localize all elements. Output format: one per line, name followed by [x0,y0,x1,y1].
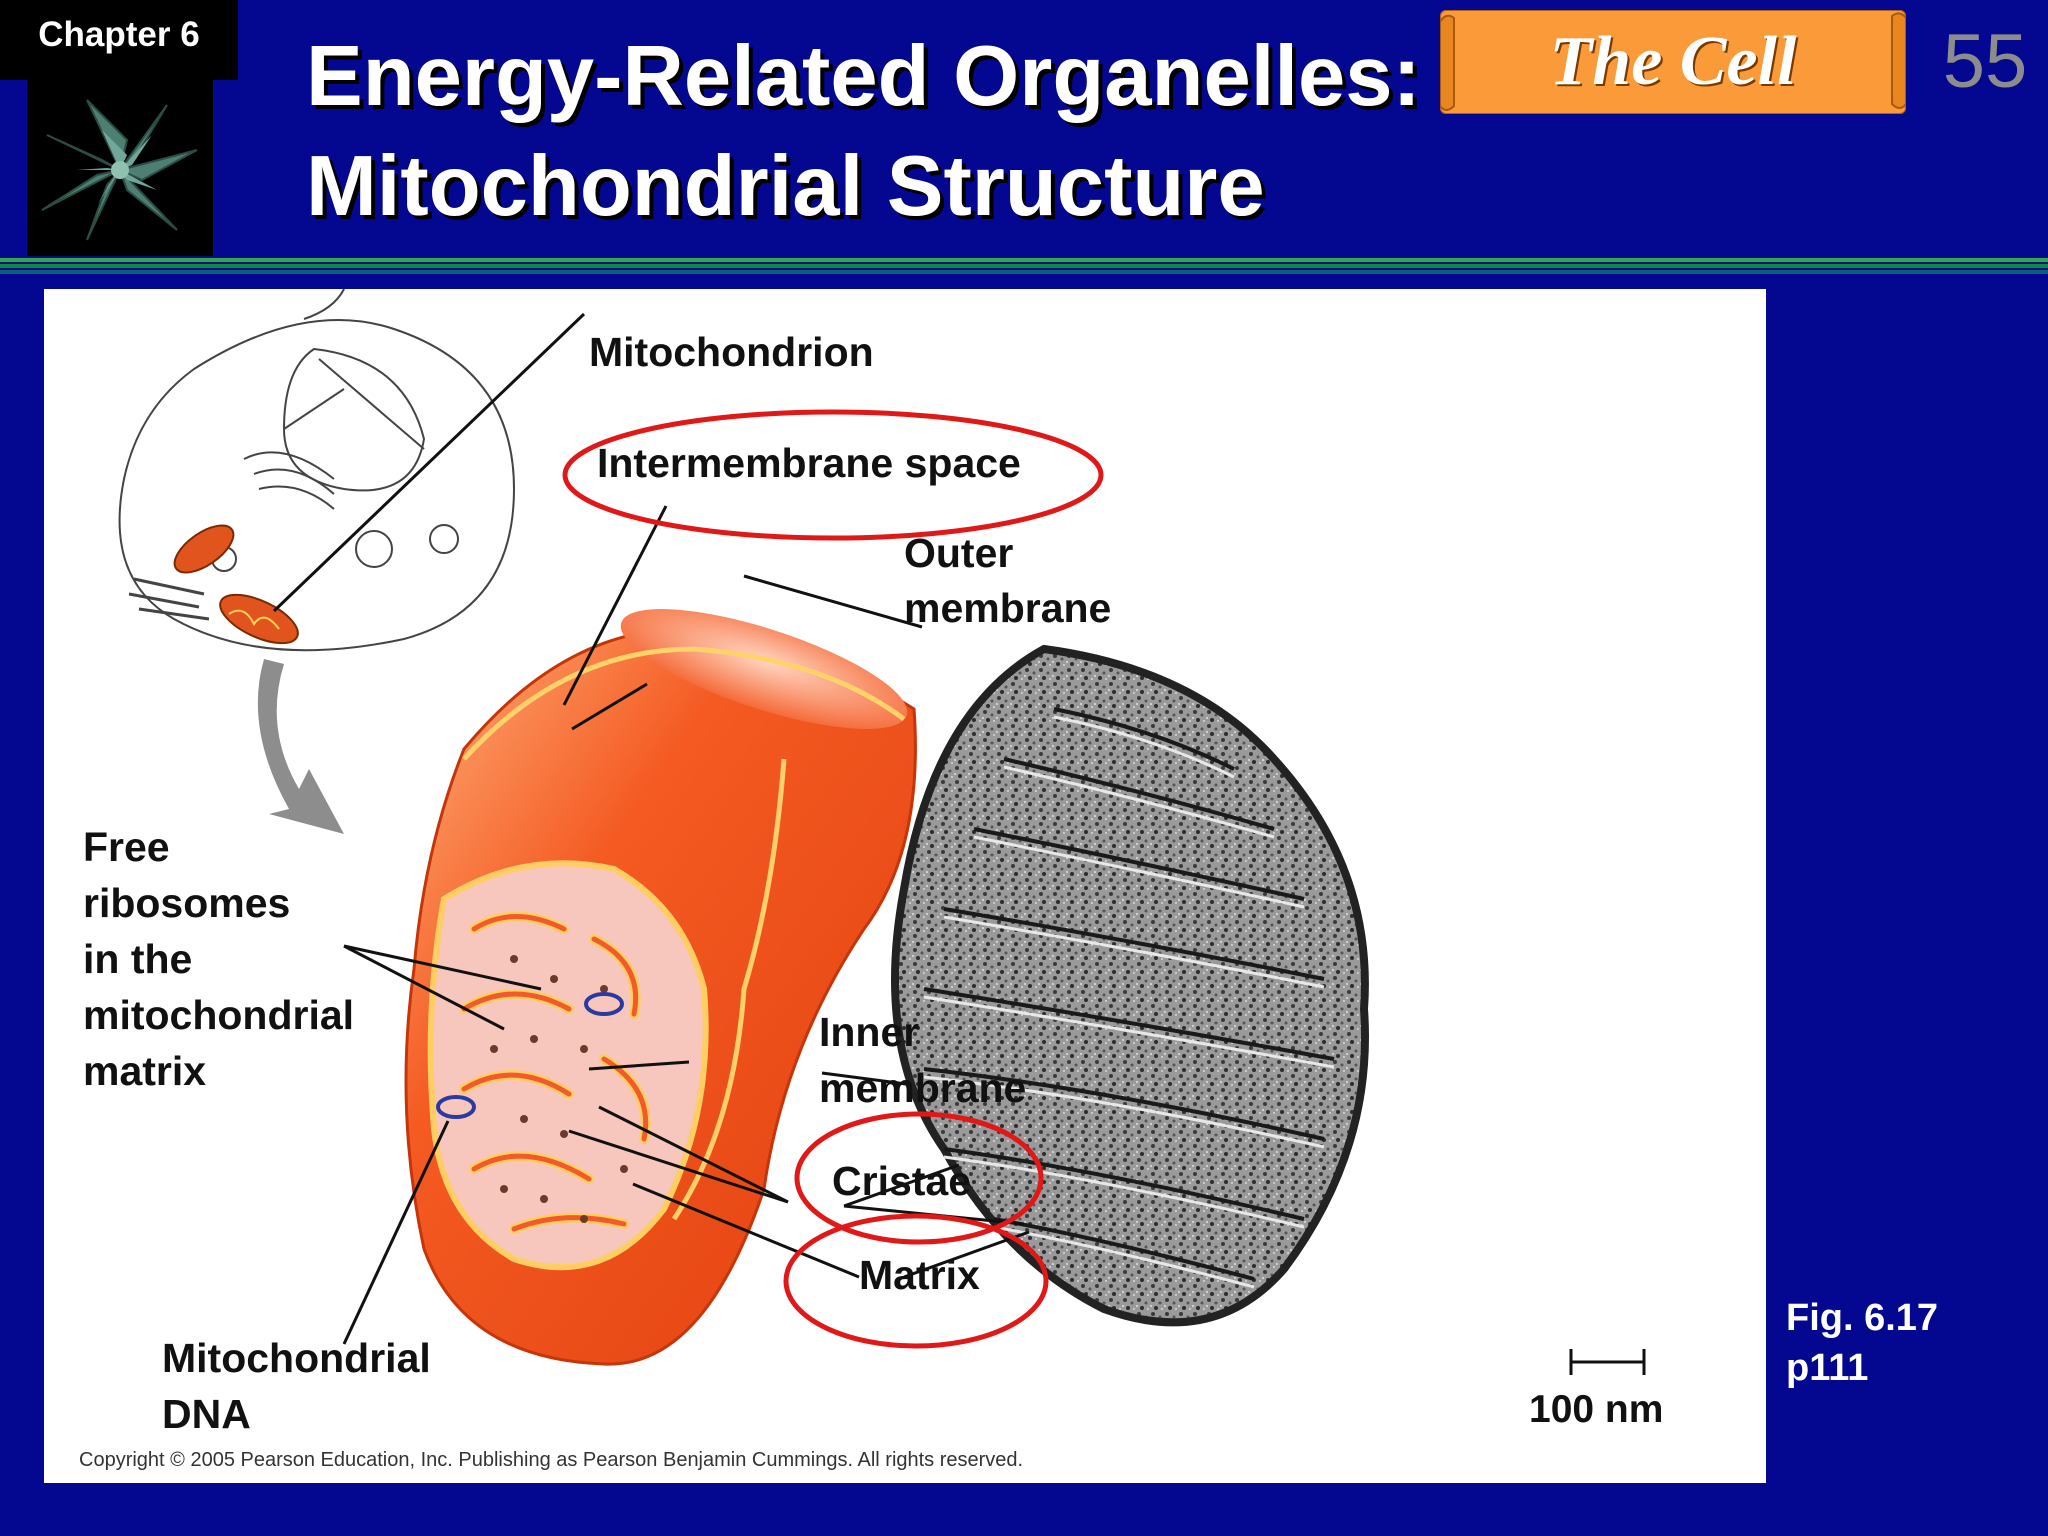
copyright-notice: Copyright © 2005 Pearson Education, Inc.… [79,1449,1023,1471]
label-free-ribosomes-2: ribosomes [83,880,290,926]
label-intermembrane-space: Intermembrane space [597,440,1021,486]
label-matrix: Matrix [859,1252,980,1298]
scale-bar [1571,1349,1644,1375]
label-free-ribosomes-4: mitochondrial [83,992,354,1038]
label-cristae: Cristae [832,1158,971,1204]
label-free-ribosomes-1: Free [83,824,170,870]
label-mitochondrion: Mitochondrion [589,329,874,375]
label-mito-dna-1: Mitochondrial [162,1335,431,1381]
figure-reference: Fig. 6.17 p111 [1786,1293,1938,1393]
figure-panel: Mitochondrion Intermembrane space Outer … [44,289,1766,1483]
page-number: 55 [1935,14,2035,110]
chapter-tab: Chapter 6 [0,0,238,80]
slide-title: Energy-Related Organelles: Mitochondrial… [306,22,1421,242]
label-inner-membrane-2: membrane [819,1065,1026,1111]
label-free-ribosomes-3: in the [83,936,192,982]
title-line-2: Mitochondrial Structure [306,139,1265,234]
header-divider [0,258,2048,280]
label-outer-membrane-2: membrane [904,585,1111,631]
zoom-arrow-icon [258,659,344,834]
mitochondrion-cutaway [406,585,919,1365]
scale-bar-label: 100 nm [1529,1388,1663,1431]
banner-label: The Cell [1440,10,1906,114]
cell-sketch [120,289,514,650]
succulent-plant-icon [27,80,213,256]
label-inner-membrane-1: Inner [819,1009,919,1055]
figure-reference-line-1: Fig. 6.17 [1786,1297,1938,1339]
label-mito-dna-2: DNA [162,1391,251,1437]
title-line-1: Energy-Related Organelles: [306,29,1421,124]
figure-reference-line-2: p111 [1786,1347,1868,1389]
section-banner: The Cell [1440,10,1906,114]
label-free-ribosomes-5: matrix [83,1048,206,1094]
mitochondrion-diagram: Mitochondrion Intermembrane space Outer … [44,289,1766,1483]
